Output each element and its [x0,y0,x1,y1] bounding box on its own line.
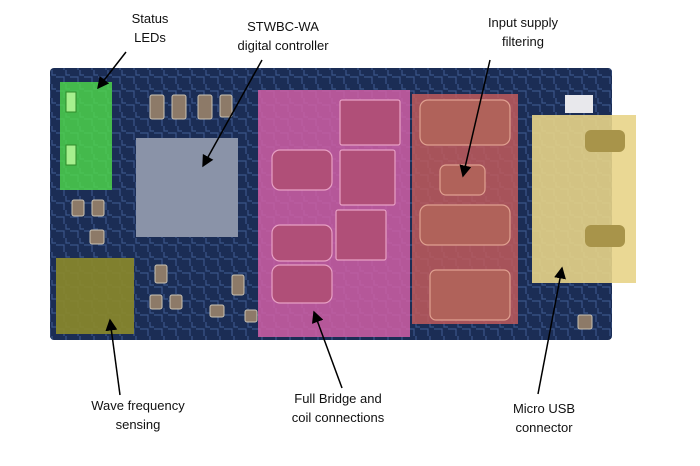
full-bridge-label: Full Bridge and coil connections [291,391,385,425]
status-leds-label: Status LEDs [131,11,169,45]
wave-sensing-highlight [56,258,134,334]
filter-components [419,99,511,321]
smd-components [71,94,593,330]
led-icons [65,91,77,166]
callout-arrows [97,51,566,396]
input-filter-label: Input supply filtering [487,15,559,49]
usb-connector-icon [585,130,625,247]
controller-label: STWBC-WA digital controller [237,19,329,53]
wave-sensing-label: Wave frequency sensing [91,398,185,432]
controller-chip-highlight [136,138,238,237]
micro-usb-label: Micro USB connector [512,401,576,435]
bridge-components [271,99,401,304]
